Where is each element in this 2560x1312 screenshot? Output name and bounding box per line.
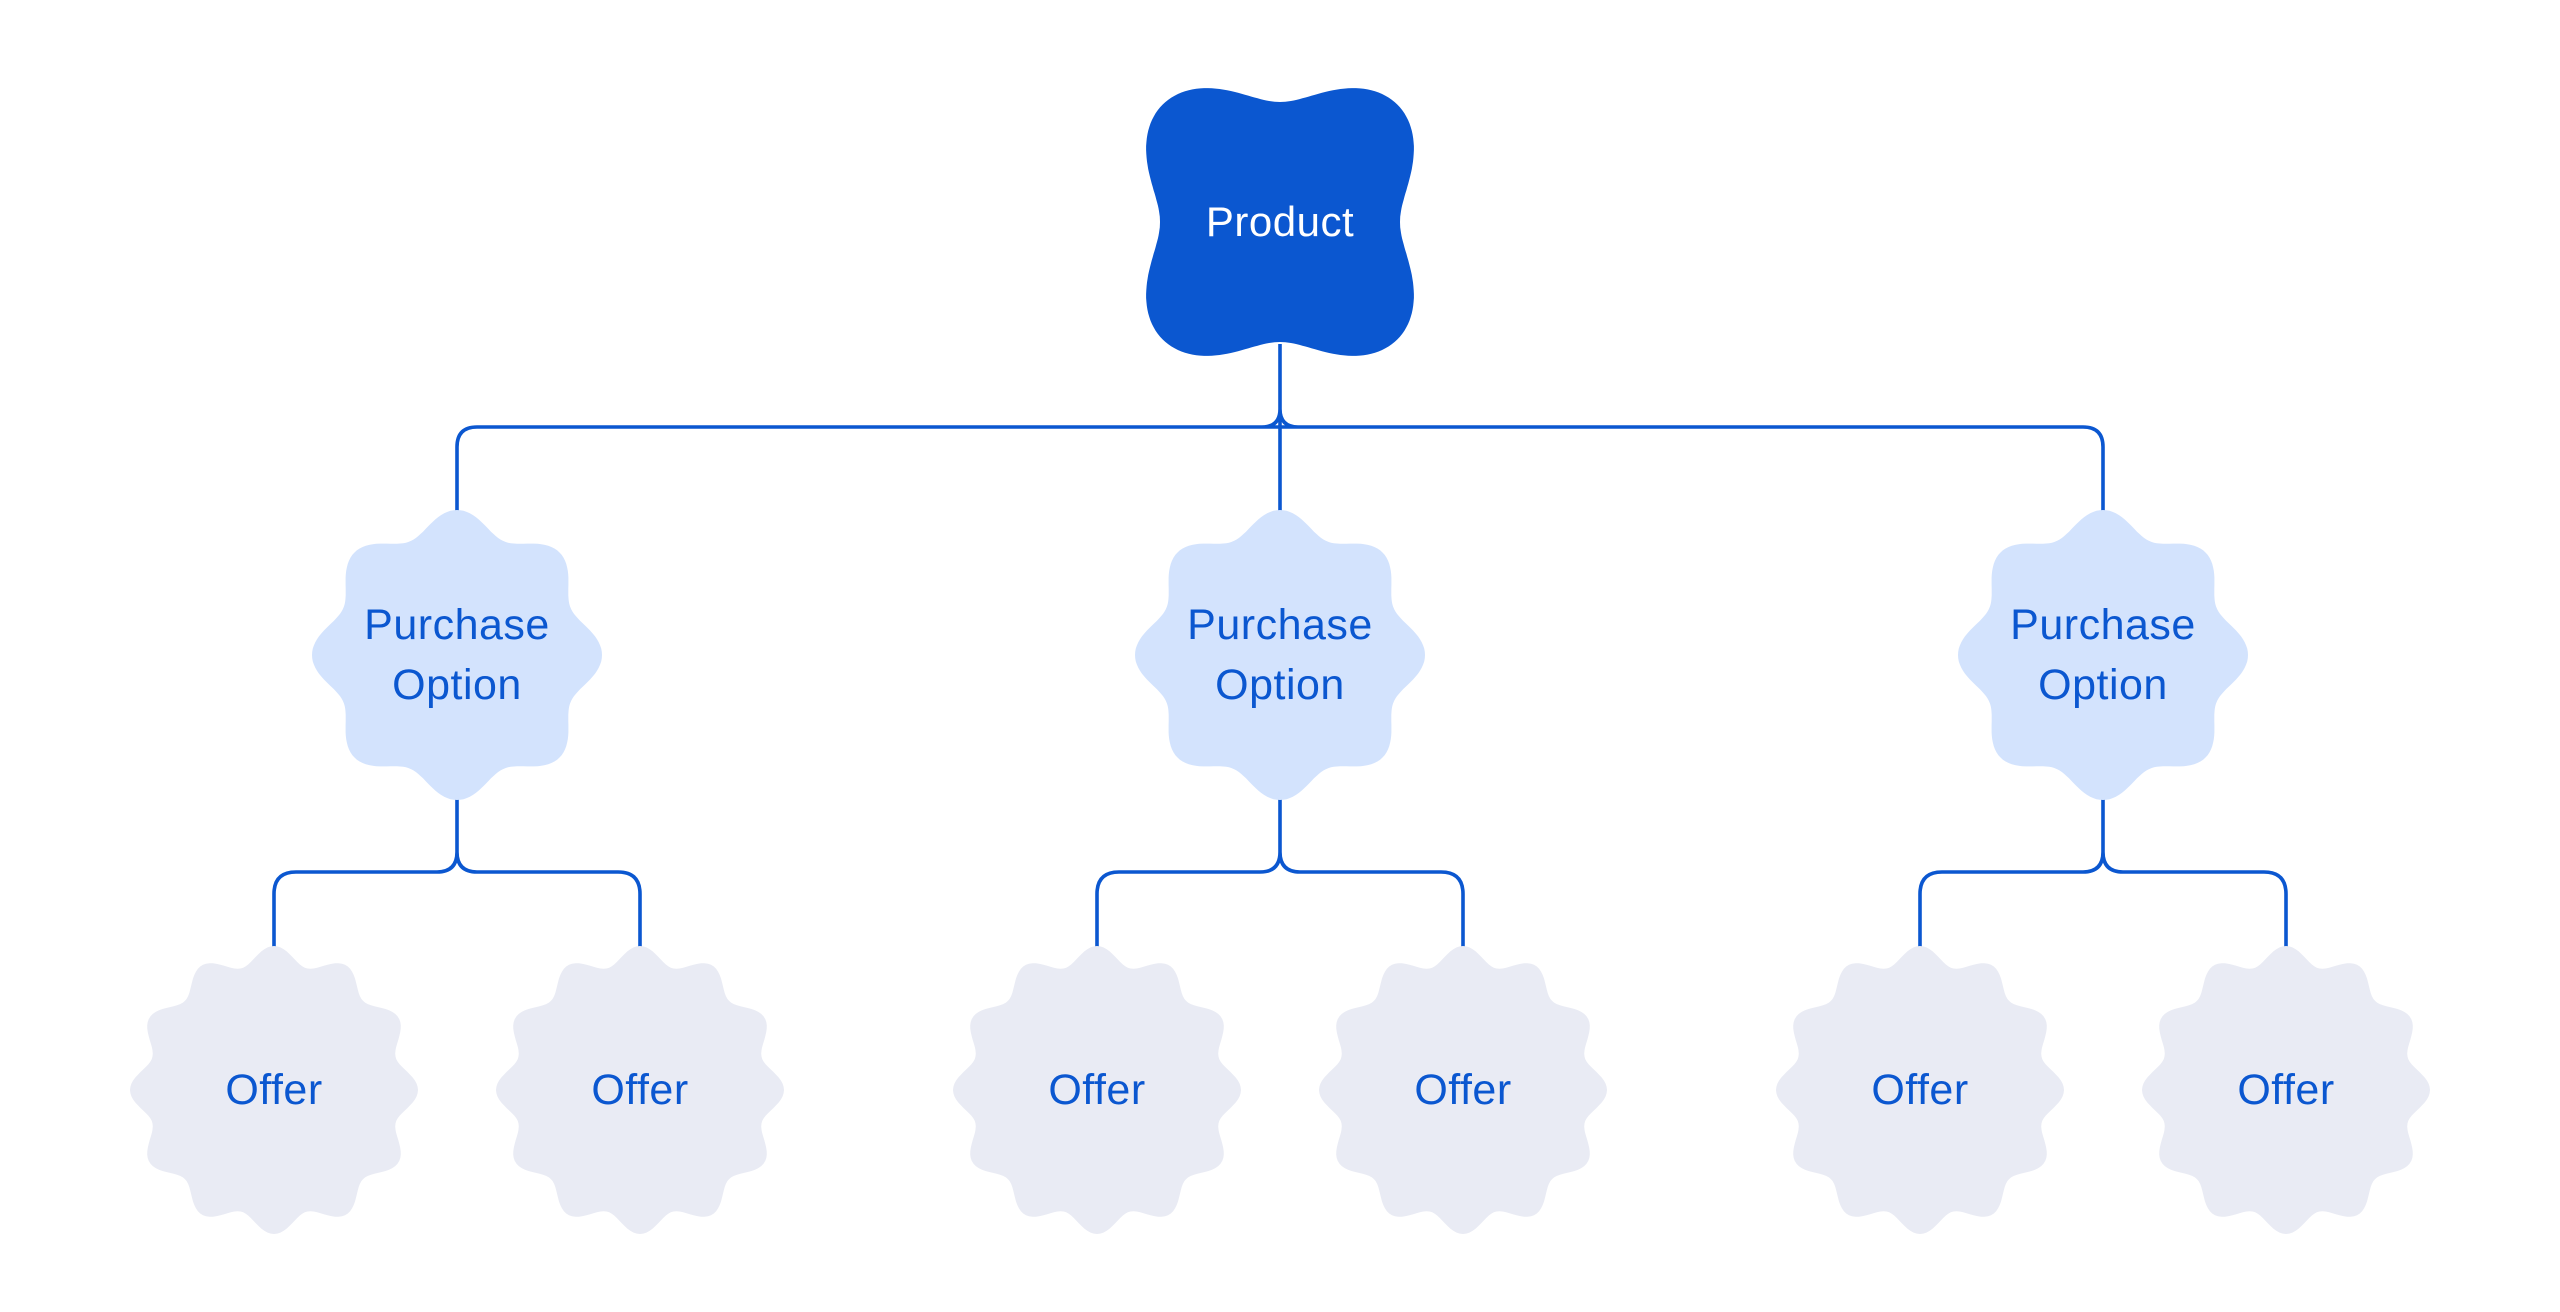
purchase-option-label-line-2: Option: [2038, 661, 2168, 709]
purchase-option-label-line-2: Option: [1215, 661, 1345, 709]
purchase-option-label-line-1: Purchase: [2010, 601, 2196, 649]
offer-node-shape: [496, 946, 784, 1234]
offer-node-shape: [1776, 946, 2064, 1234]
purchase-option-node-label: Purchase Option: [364, 595, 550, 715]
offer-node-shape: [2142, 946, 2430, 1234]
purchase-option-node-shape: [1135, 510, 1425, 800]
purchase-option-label-line-2: Option: [392, 661, 522, 709]
product-node-label: Product: [1205, 198, 1355, 245]
offer-node-shape: [1319, 946, 1607, 1234]
offer-node-label: Offer: [1414, 1066, 1512, 1114]
purchase-option-label-line-1: Purchase: [364, 601, 550, 649]
offer-node-label: Offer: [225, 1066, 323, 1114]
product-node-shape: [1146, 88, 1414, 356]
offer-node-shape: [130, 946, 418, 1234]
purchase-option-node-shape: [312, 510, 602, 800]
connector-root-to-options: [455, 344, 2105, 516]
purchase-option-node-label: Purchase Option: [2010, 595, 2196, 715]
offer-node-label: Offer: [1048, 1066, 1146, 1114]
purchase-option-label-line-1: Purchase: [1187, 601, 1373, 649]
purchase-option-node-label: Purchase Option: [1187, 595, 1373, 715]
offer-node-label: Offer: [591, 1066, 689, 1114]
connector-option-to-offers: [1095, 798, 1465, 949]
offer-node-label: Offer: [1871, 1066, 1969, 1114]
offer-node-label: Offer: [2237, 1066, 2335, 1114]
offer-node-shape: [953, 946, 1241, 1234]
connector-option-to-offers: [1918, 798, 2288, 949]
purchase-option-node-shape: [1958, 510, 2248, 800]
connector-option-to-offers: [272, 798, 642, 949]
connector-lines: [272, 344, 2288, 949]
